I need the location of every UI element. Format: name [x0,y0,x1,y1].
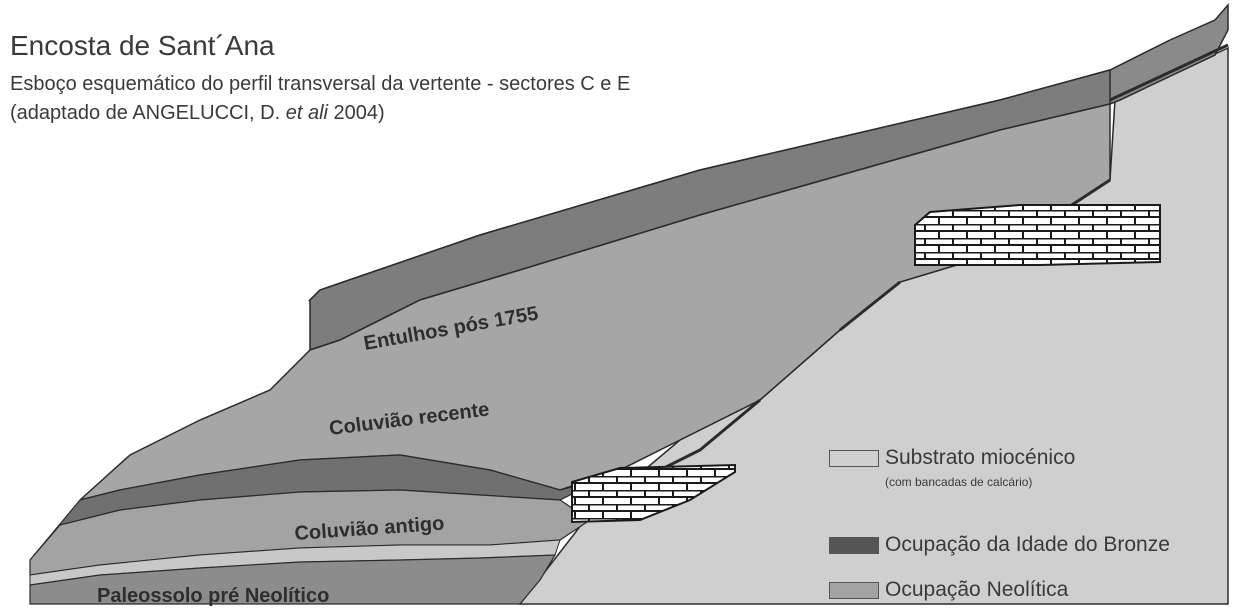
legend-note-substrato: (com bancadas de calcário) [885,475,1033,489]
label-paleossolo: Paleossolo pré Neolítico [97,585,329,607]
paleossolo-layer [29,554,557,605]
bronze-contact-line [589,43,1229,522]
diagram-title: Encosta de Sant´Ana [10,30,275,61]
legend-swatch-neolitica [829,582,879,599]
credit-italic: et ali [285,102,328,124]
legend-label-bronze: Ocupação da Idade do Bronze [885,533,1170,556]
legend-label-substrato: Substrato miocénico [885,446,1076,469]
diagram-subtitle: Esboço esquemático do perfil transversal… [10,73,631,95]
credit-prefix: (adaptado de ANGELUCCI, D. [10,102,286,124]
legend-swatch-substrato [829,450,879,467]
legend: Substrato miocénico (com bancadas de cal… [829,0,1229,616]
diagram-credit: (adaptado de ANGELUCCI, D. et ali 2004) [10,102,385,125]
limestone-bench-lower [571,463,736,524]
limestone-bench-upper [914,204,1161,266]
legend-label-neolitica: Ocupação Neolítica [885,578,1069,601]
legend-swatch-bronze [829,537,879,554]
credit-suffix: 2004) [327,102,385,124]
